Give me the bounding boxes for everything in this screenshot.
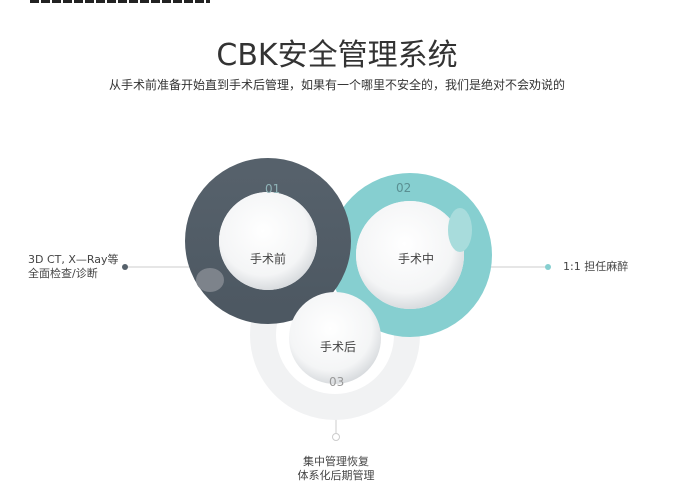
page-subtitle: 从手术前准备开始直到手术后管理，如果有一个哪里不安全的，我们是绝对不会劝说的 (108, 78, 565, 92)
page-title: CBK安全管理系统 (216, 38, 458, 73)
cropped-header-text (30, 0, 210, 3)
stage-03-label: 手术后 (320, 340, 357, 354)
left-callout-line2: 全面检查/诊断 (28, 267, 98, 280)
right-dot (545, 264, 551, 270)
left-callout-line1: 3D CT, X—Ray等 (28, 253, 119, 266)
bottom-callout: 集中管理恢复 体系化后期管理 (286, 455, 386, 483)
stage-02-number: 02 (396, 181, 412, 195)
right-callout: 1:1 担任麻醉 (563, 260, 629, 273)
ring-02-end-cap (448, 208, 472, 252)
ring-01-end-cap (196, 268, 224, 292)
stage-01-label: 手术前 (250, 252, 287, 266)
stage-03-number: 03 (329, 375, 345, 389)
bottom-callout-line1: 集中管理恢复 (303, 455, 369, 468)
ring-02-center (356, 201, 464, 309)
bottom-dot (332, 433, 340, 441)
ring-01 (185, 158, 351, 324)
bottom-callout-line2: 体系化后期管理 (297, 469, 375, 482)
stage-02-label: 手术中 (398, 252, 435, 266)
ring-03-center (289, 292, 381, 384)
left-dot (122, 264, 128, 270)
ring-01-center (219, 192, 317, 290)
stage-01-number: 01 (265, 182, 281, 196)
left-callout: 3D CT, X—Ray等 全面检查/诊断 (28, 253, 119, 281)
